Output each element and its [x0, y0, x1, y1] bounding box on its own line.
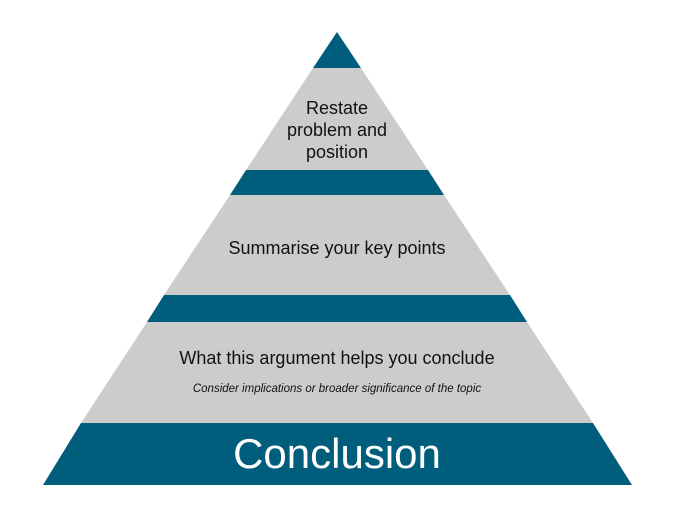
top-tier [246, 68, 428, 170]
bottom-tier [81, 322, 593, 423]
separator-band-1 [230, 170, 444, 195]
bottom-tier-heading: What this argument helps you conclude [179, 348, 495, 368]
base-band [43, 423, 632, 485]
middle-tier-label: Summarise your key points [228, 238, 446, 258]
middle-tier [164, 195, 510, 295]
base-label: Conclusion [233, 430, 441, 477]
separator-band-2 [147, 295, 527, 322]
apex-band [313, 32, 361, 68]
top-tier-label: Restate problem and position [286, 98, 388, 162]
bottom-tier-subtext: Consider implications or broader signifi… [192, 383, 482, 395]
